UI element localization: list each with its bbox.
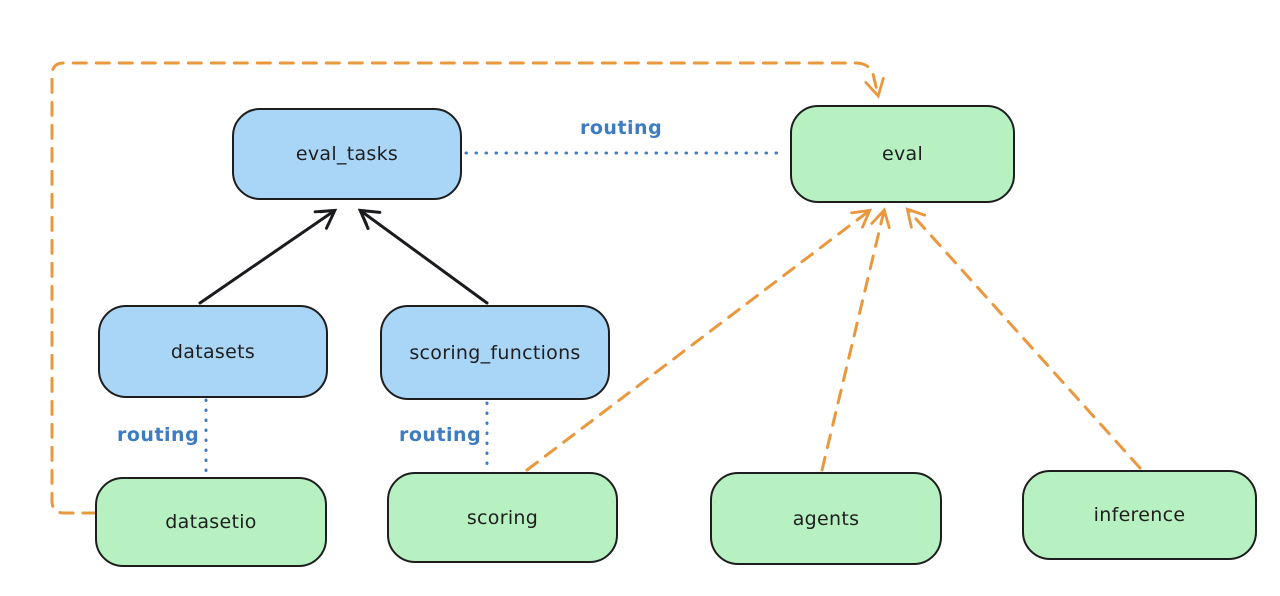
node-scoring: scoring bbox=[387, 472, 618, 563]
node-agents: agents bbox=[710, 472, 942, 565]
edge-label-routing-top: routing bbox=[580, 117, 663, 139]
node-scoring-label: scoring bbox=[466, 506, 539, 529]
node-inference-label: inference bbox=[1093, 504, 1186, 526]
edge-label-routing-scoring: routing bbox=[399, 424, 482, 446]
edge-label-routing-datasets: routing bbox=[117, 424, 200, 446]
node-eval-tasks-label: eval_tasks bbox=[295, 143, 399, 165]
node-datasetio: datasetio bbox=[95, 477, 327, 567]
node-datasets-label: datasets bbox=[170, 340, 256, 363]
node-eval-label: eval bbox=[881, 143, 924, 165]
edge-datasets-to-eval-tasks bbox=[198, 208, 338, 305]
node-scoring-functions: scoring_functions bbox=[380, 305, 610, 400]
edge-agents-to-eval bbox=[820, 207, 891, 472]
node-eval-tasks: eval_tasks bbox=[232, 108, 462, 200]
edge-scoring-functions-to-eval-tasks bbox=[357, 208, 489, 305]
node-datasetio-label: datasetio bbox=[165, 511, 257, 533]
edge-inference-to-eval bbox=[905, 207, 1142, 470]
node-scoring-functions-label: scoring_functions bbox=[409, 341, 581, 364]
node-inference: inference bbox=[1022, 470, 1257, 560]
edge-datasetio-to-eval-loop bbox=[50, 61, 885, 515]
edge-scoring-to-eval bbox=[525, 208, 873, 472]
node-datasets: datasets bbox=[98, 305, 328, 398]
node-agents-label: agents bbox=[792, 507, 860, 530]
node-eval: eval bbox=[790, 105, 1015, 203]
